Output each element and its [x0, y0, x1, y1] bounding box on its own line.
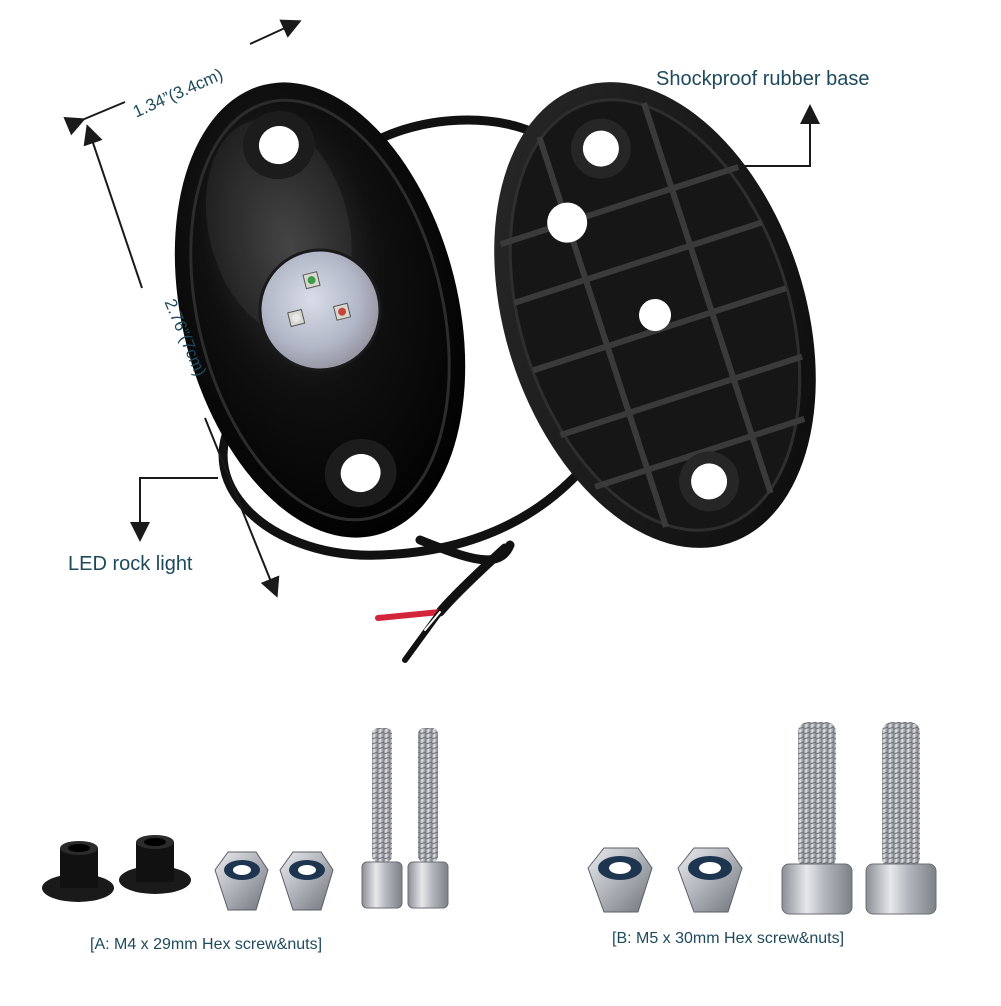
- rock-light-label: LED rock light: [68, 553, 193, 575]
- bushing-icon: [119, 835, 191, 894]
- rock-light-housing: [174, 82, 466, 538]
- rubber-base-callout: [738, 104, 820, 167]
- width-dimension-line: [63, 19, 302, 136]
- led-lens: [258, 248, 382, 372]
- hardware-kit-b: [587, 722, 937, 915]
- kit-a-label: [A: M4 x 29mm Hex screw&nuts]: [90, 936, 323, 953]
- lock-nut-icon: [677, 847, 743, 913]
- hex-screw-icon: [865, 722, 937, 915]
- kit-b-label: [B: M5 x 30mm Hex screw&nuts]: [612, 930, 845, 947]
- rock-light-callout: [130, 477, 218, 542]
- hex-screw-icon: [781, 722, 853, 915]
- base-hole-icon: [570, 118, 631, 179]
- bushing-icon: [42, 841, 114, 902]
- rubber-base-plate: [494, 82, 816, 548]
- cable-hole-icon: [547, 202, 588, 243]
- mounting-hole-icon: [242, 110, 315, 180]
- center-hole-icon: [639, 299, 671, 331]
- length-dimension-line: [83, 124, 280, 598]
- lock-nut-icon: [587, 847, 653, 913]
- lock-nut-icon: [214, 851, 269, 911]
- hex-screw-icon: [361, 728, 403, 909]
- hex-screw-icon: [407, 728, 449, 909]
- mounting-hole-icon: [324, 438, 397, 508]
- rubber-base-label: Shockproof rubber base: [656, 68, 870, 90]
- hardware-kit-a: [42, 728, 449, 911]
- base-hole-icon: [679, 451, 740, 512]
- lock-nut-icon: [279, 851, 334, 911]
